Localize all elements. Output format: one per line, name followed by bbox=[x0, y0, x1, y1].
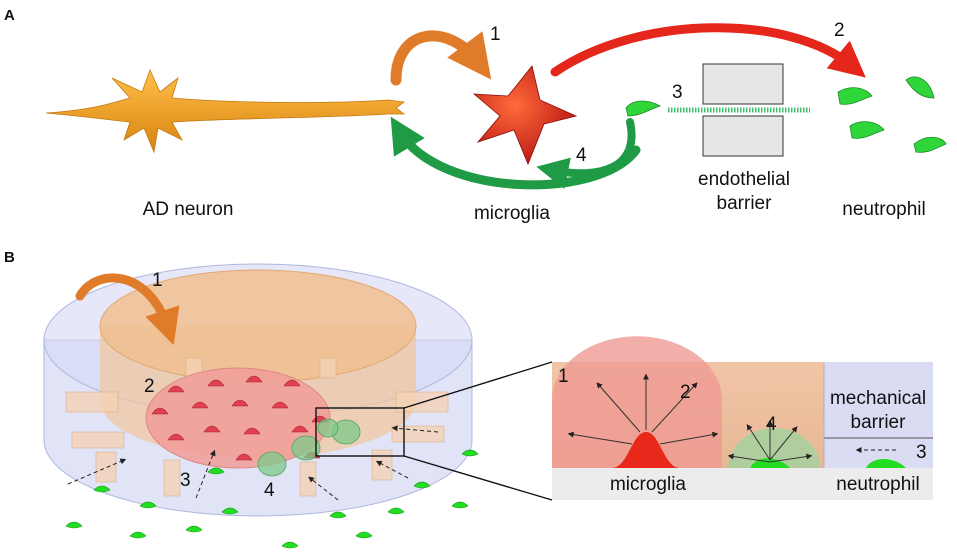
caption-barrier-line2: barrier bbox=[717, 193, 773, 214]
inset-step-3: 3 bbox=[916, 442, 927, 463]
neutrophil-b bbox=[281, 541, 299, 549]
neutrophil-cluster bbox=[837, 76, 947, 153]
arrow-b-1 bbox=[75, 273, 180, 346]
microglia-cell bbox=[472, 65, 578, 166]
neutrophil-b bbox=[461, 449, 479, 457]
neutrophil-halo bbox=[317, 418, 339, 438]
inset-step-1: 1 bbox=[558, 366, 569, 387]
zoom-line-top bbox=[403, 361, 553, 409]
microglia-b bbox=[167, 433, 185, 441]
neutrophil-b bbox=[185, 525, 203, 533]
neutrophil-halo bbox=[257, 451, 287, 477]
endothelial-barrier bbox=[668, 63, 810, 157]
step-4-label: 4 bbox=[576, 145, 587, 166]
outer-neutrophils bbox=[65, 449, 479, 549]
inset-radial-arrows bbox=[567, 373, 813, 463]
neutrophil-halo bbox=[291, 435, 321, 461]
neutrophil bbox=[849, 121, 885, 139]
caption-neutrophil: neutrophil bbox=[842, 199, 925, 220]
microglia-b bbox=[207, 379, 225, 387]
microglia-b bbox=[245, 375, 263, 383]
inset: 1 2 4 3 mechanical barrier microglia neu… bbox=[552, 336, 933, 500]
microglia-b bbox=[151, 407, 169, 415]
panel-a-label: A bbox=[4, 7, 15, 24]
panel-a: A AD neuron 1 microglia 2 4 3 endothelia bbox=[4, 7, 947, 224]
inset-caption-microglia: microglia bbox=[610, 474, 686, 495]
inset-step-2: 2 bbox=[680, 382, 691, 403]
b-step-3-label: 3 bbox=[180, 470, 191, 491]
neutrophil bbox=[837, 87, 873, 105]
neutrophil bbox=[905, 76, 935, 99]
step-3-label: 3 bbox=[672, 82, 683, 103]
caption-barrier-line1: endothelial bbox=[698, 169, 790, 190]
inset-barrier-line1: mechanical bbox=[830, 388, 926, 409]
microglia-b bbox=[231, 399, 249, 407]
inset-neutrophil bbox=[866, 459, 906, 468]
microglia-b bbox=[271, 401, 289, 409]
step-1-label: 1 bbox=[490, 24, 501, 45]
microglia-b bbox=[203, 425, 221, 433]
microglia-b bbox=[291, 425, 309, 433]
inset-microglia bbox=[612, 432, 680, 468]
inflow-arrows bbox=[67, 425, 439, 501]
neutrophil-b bbox=[355, 531, 373, 539]
neutrophil-b bbox=[207, 467, 225, 475]
panel-b: B bbox=[4, 249, 933, 549]
b-step-2-label: 2 bbox=[144, 376, 155, 397]
arrow-2 bbox=[550, 23, 866, 78]
neutrophil bbox=[913, 136, 947, 153]
neutrophil-b bbox=[387, 507, 405, 515]
neutrophil-b bbox=[93, 485, 111, 493]
neutrophil-b bbox=[413, 481, 431, 489]
neutrophil-b bbox=[451, 501, 469, 509]
caption-microglia: microglia bbox=[474, 203, 550, 224]
b-step-1-label: 1 bbox=[152, 270, 163, 291]
microglia-b bbox=[283, 379, 301, 387]
microglia-b bbox=[235, 453, 253, 461]
ad-neuron bbox=[45, 68, 406, 154]
inset-caption-neutrophil: neutrophil bbox=[836, 474, 919, 495]
b-step-4-label: 4 bbox=[264, 480, 275, 501]
neutrophil-b bbox=[221, 507, 239, 515]
step-2-label: 2 bbox=[834, 20, 845, 41]
neutrophil-b bbox=[129, 531, 147, 539]
arrow-4-outer bbox=[390, 116, 641, 190]
caption-ad-neuron: AD neuron bbox=[143, 199, 234, 220]
inset-step-4: 4 bbox=[766, 414, 777, 435]
neutrophil-b bbox=[65, 521, 83, 529]
zoom-line-bottom bbox=[403, 455, 553, 501]
neutrophil-b bbox=[329, 511, 347, 519]
neutrophil-b bbox=[139, 501, 157, 509]
microglia-b bbox=[191, 401, 209, 409]
inset-barrier-line2: barrier bbox=[851, 412, 907, 433]
neutrophil-a-near bbox=[625, 100, 661, 117]
microglia-b bbox=[243, 427, 261, 435]
arrow-1 bbox=[390, 30, 492, 86]
panel-b-label: B bbox=[4, 249, 15, 266]
zoom-box bbox=[315, 407, 405, 457]
microglia-b bbox=[167, 385, 185, 393]
